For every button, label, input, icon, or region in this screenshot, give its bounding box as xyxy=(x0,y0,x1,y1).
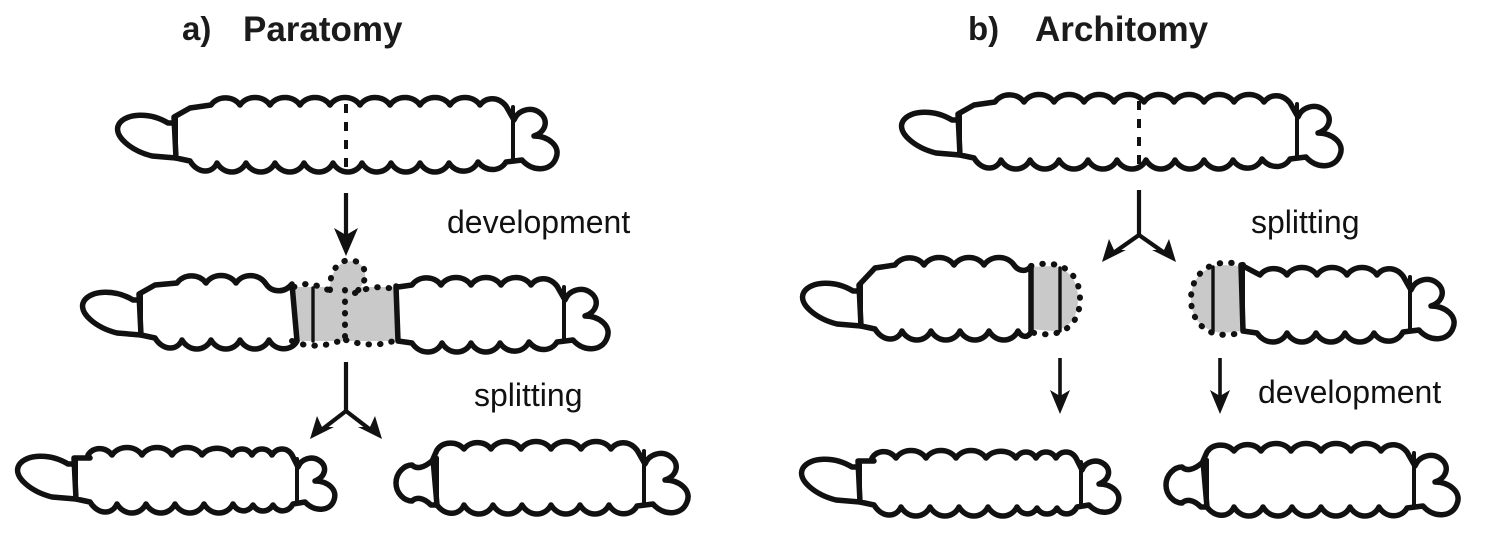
arrow-head-down xyxy=(1050,390,1070,414)
panel-a-stage-two-daughters xyxy=(14,438,691,517)
fragment-right xyxy=(1187,259,1457,345)
worm-trunk xyxy=(171,94,560,175)
regen-edge-blastema xyxy=(1028,260,1084,338)
panel-a-arrow-splitting xyxy=(310,362,382,439)
daughter-worm-right xyxy=(1163,440,1461,519)
worm-trunk-anterior xyxy=(136,272,300,352)
panel-b-arrow-development-left xyxy=(1050,358,1070,414)
regen-zone-anterior xyxy=(1191,265,1243,333)
panel-b-stage-two-daughters xyxy=(798,440,1461,519)
arrow-head-left xyxy=(1102,239,1126,262)
worm-prostomium xyxy=(114,112,179,161)
regen-edge-head-bud xyxy=(326,257,369,296)
worm-prostomium xyxy=(799,280,864,329)
panel-a-stage-intact-worm xyxy=(114,94,560,175)
panel-b-title: Architomy xyxy=(1035,10,1209,49)
arrow-head-right xyxy=(1152,239,1176,262)
worm-prostomium xyxy=(79,289,144,338)
worm-body xyxy=(898,91,1344,172)
panel-b-label-splitting: splitting xyxy=(1251,204,1360,240)
panel-b-label-development: development xyxy=(1258,374,1441,410)
worm-prostomium xyxy=(798,456,863,505)
regen-edge-blastema xyxy=(1187,259,1246,338)
panel-a-arrow-development xyxy=(334,193,358,256)
worm-regenerated-head xyxy=(1163,459,1213,510)
panel-a-label-development: development xyxy=(447,204,630,240)
worm-posterior-half xyxy=(393,274,611,355)
regen-edge-top-right xyxy=(352,284,401,296)
panel-b-arrow-splitting xyxy=(1102,190,1176,262)
panel-a-stage-developed-worm xyxy=(79,257,611,355)
worm-trunk xyxy=(955,91,1344,172)
worm-trunk xyxy=(1238,262,1457,345)
regen-edge-bottom-left xyxy=(289,337,349,349)
arrow-head-left xyxy=(310,416,334,439)
worm-prostomium xyxy=(14,453,79,502)
fragment-left xyxy=(799,254,1084,343)
panel-a-label-splitting: splitting xyxy=(474,377,583,413)
worm-anterior-half xyxy=(79,272,300,352)
panel-b-stage-two-fragments xyxy=(799,254,1457,345)
arrow-head-down xyxy=(334,228,358,256)
regeneration-zone-outline xyxy=(289,257,402,349)
regen-edge-bottom-right xyxy=(343,337,402,348)
worm-trunk xyxy=(430,438,691,517)
panel-b-stage-intact-worm xyxy=(898,91,1344,172)
panel-b-arrow-development-right xyxy=(1210,358,1230,414)
worm-regenerated-head xyxy=(393,457,443,508)
worm-trunk xyxy=(856,254,1034,343)
daughter-worm-right xyxy=(393,438,691,517)
regen-edge-top-left xyxy=(291,281,333,293)
arrow-head-right xyxy=(358,416,382,439)
regen-zone-head-bud xyxy=(330,261,365,296)
panel-a-title: Paratomy xyxy=(243,10,403,49)
worm-body xyxy=(114,94,560,175)
worm-trunk xyxy=(855,447,1122,519)
daughter-worm-left xyxy=(14,444,338,516)
worm-trunk-posterior xyxy=(393,274,611,355)
worm-trunk xyxy=(71,444,338,516)
worm-trunk xyxy=(1200,440,1461,519)
daughter-worm-left xyxy=(798,447,1122,519)
panel-a-letter: a) xyxy=(182,10,211,47)
panel-b-letter: b) xyxy=(968,10,999,47)
worm-prostomium xyxy=(898,109,963,158)
regen-zone-posterior xyxy=(1029,266,1078,331)
arrow-head-down xyxy=(1210,390,1230,414)
